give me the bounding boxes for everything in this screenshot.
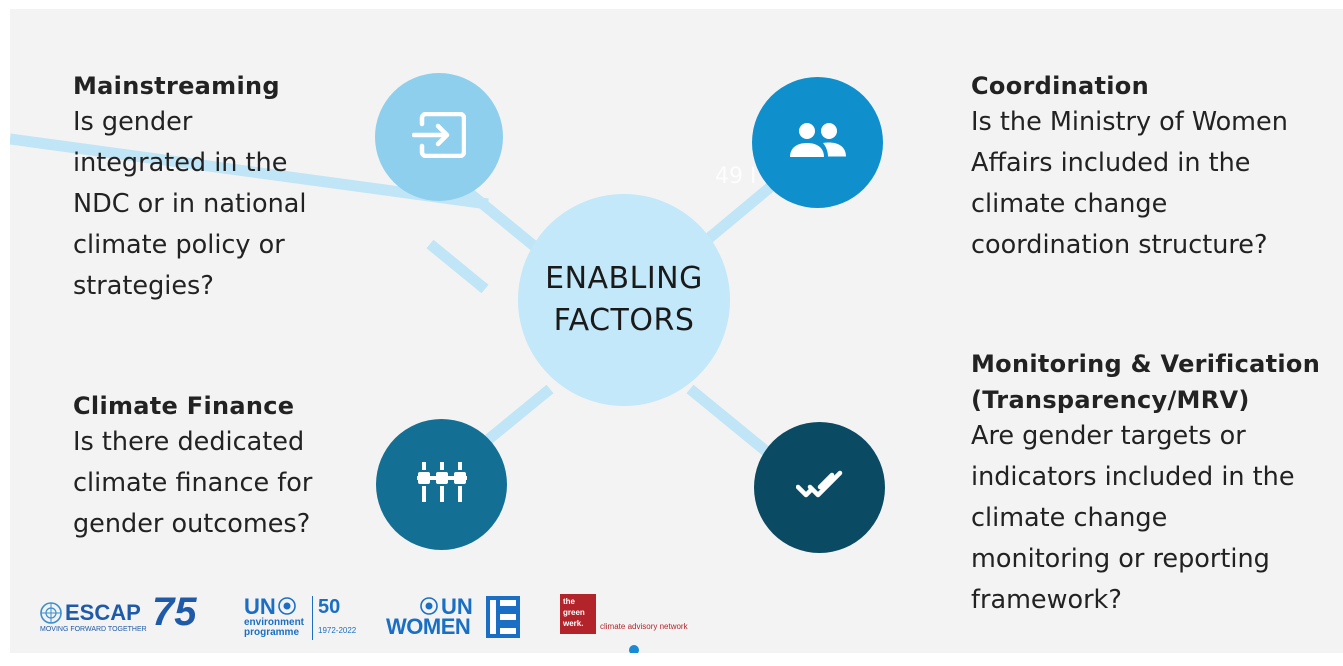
- mainstreaming-body-line: integrated in the: [73, 148, 288, 178]
- finance-body-line: gender outcomes?: [73, 509, 311, 539]
- unwomen-emblem-icon: [420, 597, 438, 615]
- mainstreaming-body-line: climate policy or: [73, 230, 285, 260]
- unwomen-un: UN: [441, 594, 473, 619]
- slide-number: 49 I: [715, 164, 757, 189]
- double-check-icon: [795, 469, 844, 507]
- monitoring-circle: [754, 422, 885, 553]
- center-label: ENABLING FACTORS: [545, 258, 703, 342]
- unwomen-logo: UN WOMEN: [386, 594, 526, 644]
- escap-logo: ESCAP 75 MOVING FORWARD TOGETHER: [40, 590, 210, 644]
- escap-75: 75: [152, 590, 197, 634]
- coordination-body-line: climate change: [971, 189, 1168, 219]
- greenwerk-logo: the green werk. climate advisory network: [560, 594, 740, 644]
- plug-connectors-icon: [416, 460, 467, 510]
- finance-body-line: climate finance for: [73, 468, 313, 498]
- monitoring-title: Monitoring & Verification: [971, 350, 1321, 378]
- mainstreaming-body-line: strategies?: [73, 271, 214, 301]
- mainstreaming-body-line: Is gender: [73, 107, 193, 137]
- finance-block: Climate Finance Is there dedicated clima…: [73, 392, 363, 545]
- coordination-title: Coordination: [971, 72, 1149, 100]
- coordination-body-line: Is the Ministry of Women: [971, 107, 1288, 137]
- mainstreaming-circle: [375, 73, 503, 201]
- monitoring-body: Are gender targets or indicators include…: [971, 416, 1336, 621]
- coordination-body-line: Affairs included in the: [971, 148, 1251, 178]
- escap-name: ESCAP: [65, 600, 141, 625]
- connector-top-left: [426, 239, 489, 294]
- unep-years: 1972-2022: [318, 626, 357, 635]
- people-group-icon: [788, 121, 848, 165]
- mainstreaming-title: Mainstreaming: [73, 72, 280, 100]
- unep-line1: environment: [244, 617, 305, 628]
- greenwerk-line2: green: [563, 608, 585, 617]
- coordination-body: Is the Ministry of Women Affairs include…: [971, 102, 1331, 266]
- unwomen-women: WOMEN: [386, 614, 471, 639]
- greenwerk-line3: werk.: [563, 619, 584, 628]
- finance-circle: [376, 419, 507, 550]
- monitoring-body-line: indicators included in the: [971, 462, 1295, 492]
- coordination-circle: [752, 77, 883, 208]
- unep-words: environment programme: [244, 618, 304, 638]
- finance-body-line: Is there dedicated: [73, 427, 305, 457]
- slide: ENABLING FACTORS 49 I: [10, 9, 1343, 653]
- finance-body: Is there dedicated climate finance for g…: [73, 422, 363, 545]
- unep-divider: [312, 596, 313, 640]
- coordination-block: Coordination Is the Ministry of Women Af…: [971, 72, 1331, 266]
- monitoring-body-line: Are gender targets or: [971, 421, 1246, 451]
- un-emblem-icon: [40, 602, 62, 624]
- greenwerk-box: the green werk.: [560, 594, 596, 634]
- mainstreaming-body-line: NDC or in national: [73, 189, 307, 219]
- mainstreaming-body: Is gender integrated in the NDC or in na…: [73, 102, 363, 307]
- monitoring-subtitle: (Transparency/MRV): [971, 386, 1250, 414]
- monitoring-body-line: monitoring or reporting: [971, 544, 1270, 574]
- unep-fifty: 50: [318, 596, 341, 618]
- partner-logos: ESCAP 75 MOVING FORWARD TOGETHER UN envi…: [40, 590, 740, 644]
- monitoring-body-line: framework?: [971, 585, 1122, 615]
- unep-line2: programme: [244, 627, 300, 638]
- unep-emblem-icon: [278, 597, 296, 615]
- bottom-marker: [629, 645, 639, 653]
- greenwerk-network: climate advisory network: [600, 622, 688, 631]
- monitoring-body-line: climate change: [971, 503, 1168, 533]
- greenwerk-line1: the: [563, 597, 575, 606]
- unep-logo: UN environment programme 50 1972-2022: [244, 594, 364, 644]
- unep-un: UN: [244, 594, 276, 619]
- monitoring-block: Monitoring & Verification (Transparency/…: [971, 350, 1336, 621]
- center-label-line1: ENABLING: [545, 261, 703, 296]
- finance-title: Climate Finance: [73, 392, 295, 420]
- center-label-line2: FACTORS: [553, 303, 695, 338]
- input-arrow-icon: [411, 111, 467, 162]
- unwomen-symbol-icon: [486, 596, 520, 638]
- coordination-body-line: coordination structure?: [971, 230, 1268, 260]
- mainstreaming-block: Mainstreaming Is gender integrated in th…: [73, 72, 363, 307]
- center-circle: ENABLING FACTORS: [518, 194, 730, 406]
- escap-tagline: MOVING FORWARD TOGETHER: [40, 626, 147, 633]
